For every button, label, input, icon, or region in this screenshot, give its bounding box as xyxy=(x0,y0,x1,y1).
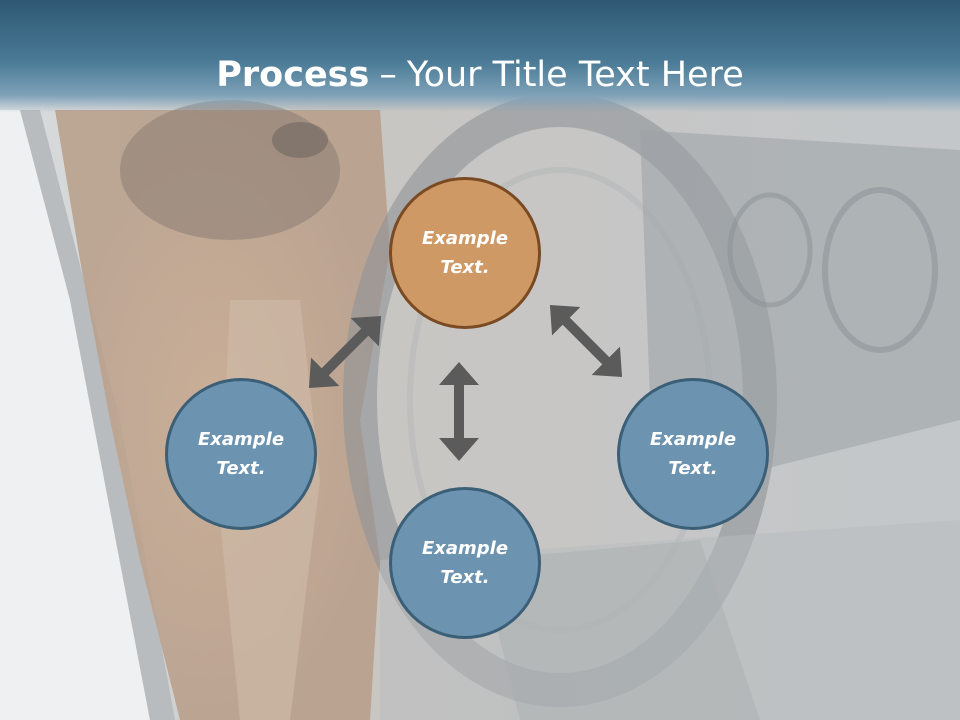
title-bold: Process xyxy=(216,55,370,95)
title-separator: – xyxy=(379,55,397,95)
node-left-label: Example Text. xyxy=(197,429,285,479)
node-right: Example Text. xyxy=(617,378,769,530)
node-bottom-label: Example Text. xyxy=(421,538,509,588)
node-right-label: Example Text. xyxy=(649,429,737,479)
node-top: Example Text. xyxy=(389,177,541,329)
arrow-vertical xyxy=(439,362,479,461)
slide-title: Process–Your Title Text Here xyxy=(0,50,960,100)
arrow-left-diagonal xyxy=(308,315,382,389)
title-bar xyxy=(0,0,960,112)
node-bottom: Example Text. xyxy=(389,487,541,639)
node-top-label: Example Text. xyxy=(421,228,509,278)
node-left: Example Text. xyxy=(165,378,317,530)
title-rest: Your Title Text Here xyxy=(406,55,744,95)
arrow-right-diagonal xyxy=(549,304,623,378)
